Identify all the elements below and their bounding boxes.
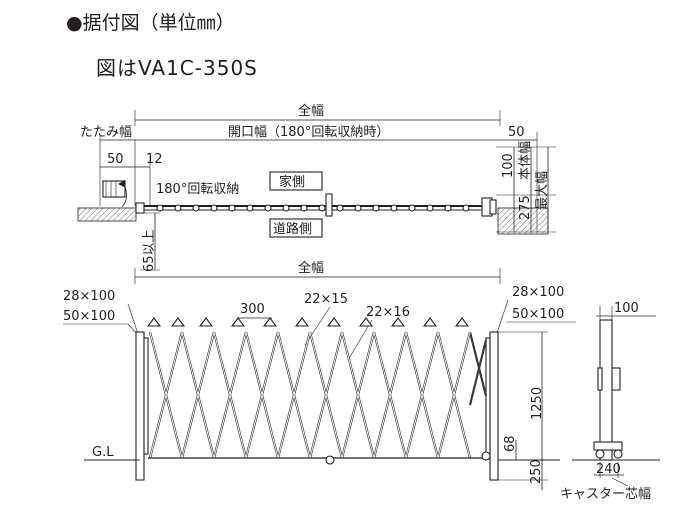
left-post-label-2: 50×100 bbox=[63, 309, 115, 324]
max-width-label: 最大幅 bbox=[535, 171, 550, 210]
plan-overall-width-label: 全幅 bbox=[298, 103, 324, 119]
rotate-label: 180°回転収納 bbox=[156, 182, 239, 197]
caster-right bbox=[481, 451, 491, 461]
fold-width-label: たたみ幅 bbox=[80, 125, 132, 140]
body-width-label: 本体幅 bbox=[518, 141, 533, 180]
pitch-300-label: 300 bbox=[240, 302, 265, 317]
left-post-label-1: 28×100 bbox=[63, 289, 115, 304]
caster-width-label: キャスター芯幅 bbox=[560, 487, 651, 502]
side-dim-100: 100 bbox=[614, 301, 639, 316]
house-side-box bbox=[269, 171, 323, 191]
min-65-label: 65以上 bbox=[142, 229, 157, 272]
left-post bbox=[135, 331, 145, 481]
right-post-label-2: 50×100 bbox=[512, 307, 564, 322]
lattice-caps bbox=[146, 317, 470, 327]
lattice-label-1: 22×15 bbox=[304, 292, 348, 307]
lattice-label-2: 22×16 bbox=[366, 305, 410, 320]
dim-100-plan: 100 bbox=[501, 153, 516, 178]
plan-rollers bbox=[156, 204, 470, 212]
model-caption: 図はVA1C-350S bbox=[96, 56, 258, 80]
height-1250-label: 1250 bbox=[530, 387, 545, 420]
dim-12: 12 bbox=[146, 152, 163, 167]
opening-width-label: 開口幅（180°回転収納時） bbox=[228, 125, 389, 140]
elevation-view: 全幅 28×100 50×100 28×100 50×100 300 22×15… bbox=[63, 260, 660, 490]
road-side-box bbox=[269, 218, 323, 238]
dim-250-label: 250 bbox=[529, 459, 544, 484]
ground-line-label: G.L bbox=[92, 445, 114, 460]
caster-dim-240: 240 bbox=[596, 462, 621, 477]
dim-275: 275 bbox=[518, 195, 533, 220]
right-wall bbox=[497, 207, 549, 235]
gate-lattice bbox=[148, 331, 488, 459]
folded-stack bbox=[102, 180, 126, 198]
dim-50-left: 50 bbox=[107, 152, 124, 167]
caster-center bbox=[325, 455, 335, 465]
dim-68-label: 68 bbox=[503, 435, 518, 452]
right-post bbox=[489, 331, 499, 481]
right-post-label-1: 28×100 bbox=[512, 285, 564, 300]
road-side-label: 道路側 bbox=[273, 221, 312, 237]
plan-view: 全幅 たたみ幅 開口幅（180°回転収納時） 50 12 50 180°回転収納 bbox=[77, 103, 556, 272]
house-side-label: 家側 bbox=[279, 174, 305, 190]
left-wall bbox=[77, 207, 137, 222]
page-title: ●据付図（単位㎜） bbox=[66, 12, 235, 34]
side-view: 100 240 キャスター芯幅 bbox=[560, 301, 656, 502]
elev-overall-width-label: 全幅 bbox=[298, 260, 324, 276]
dim-50-right: 50 bbox=[508, 125, 525, 140]
